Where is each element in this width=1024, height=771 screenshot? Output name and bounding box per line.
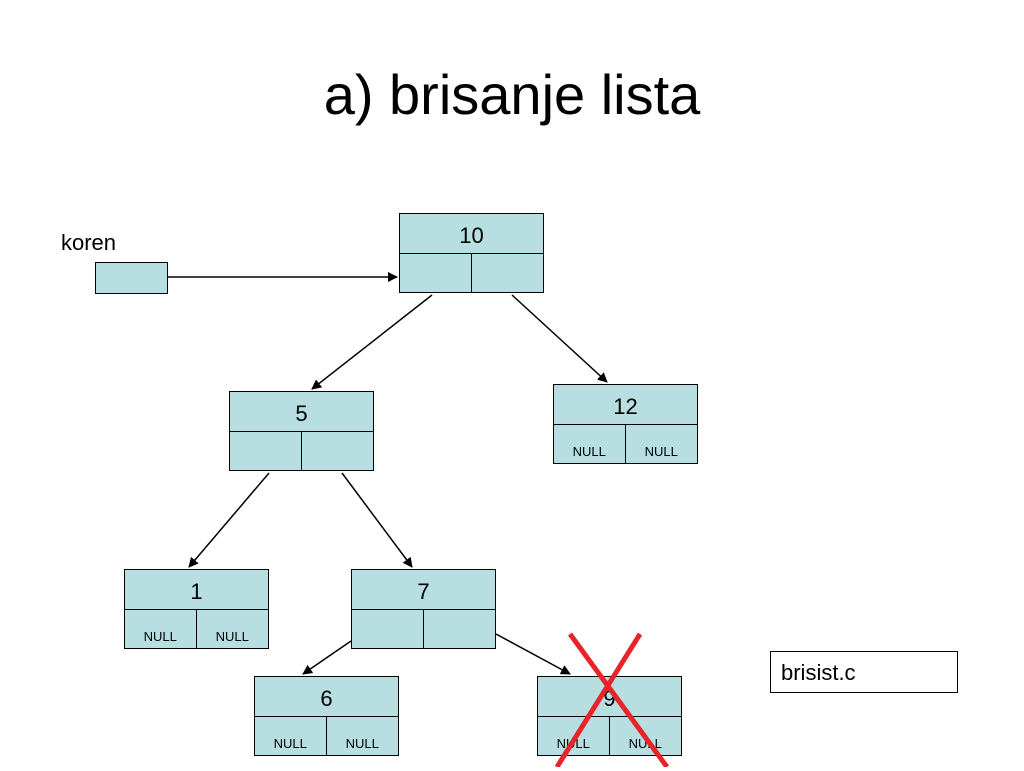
left-pointer	[400, 254, 472, 293]
delete-cross-mark	[554, 632, 670, 767]
slide-title: a) brisanje lista	[323, 63, 701, 126]
right-pointer: NULL	[215, 629, 249, 644]
edge-5-to-1	[188, 472, 270, 568]
tree-node-12: 12 NULL NULL	[553, 384, 698, 464]
root-label: koren	[61, 230, 117, 255]
left-pointer	[230, 432, 302, 471]
left-pointer: NULL	[554, 425, 626, 464]
left-pointer: NULL	[125, 610, 197, 649]
edge-5-to-7	[341, 472, 413, 568]
node-value: 12	[554, 385, 697, 425]
node-value: 7	[352, 570, 495, 610]
tree-node-7: 7	[351, 569, 496, 649]
left-pointer: NULL	[255, 717, 327, 756]
tree-node-6: 6 NULL NULL	[254, 676, 399, 756]
node-value: 5	[230, 392, 373, 432]
node-value: 10	[400, 214, 543, 254]
edge-10-to-12	[511, 294, 608, 383]
node-value: 6	[255, 677, 398, 717]
node-value: 1	[125, 570, 268, 610]
edge-7-to-9	[495, 633, 571, 675]
root-pointer-box	[95, 262, 168, 294]
tree-node-1: 1 NULL NULL	[124, 569, 269, 649]
tree-node-5: 5	[229, 391, 374, 471]
left-pointer	[352, 610, 424, 649]
right-pointer: NULL	[345, 736, 379, 751]
edge-10-to-5	[311, 294, 433, 390]
edge-7-to-6	[302, 640, 352, 675]
right-pointer: NULL	[644, 444, 678, 459]
tree-node-10: 10	[399, 213, 544, 293]
file-name-box: brisist.c	[770, 651, 958, 693]
